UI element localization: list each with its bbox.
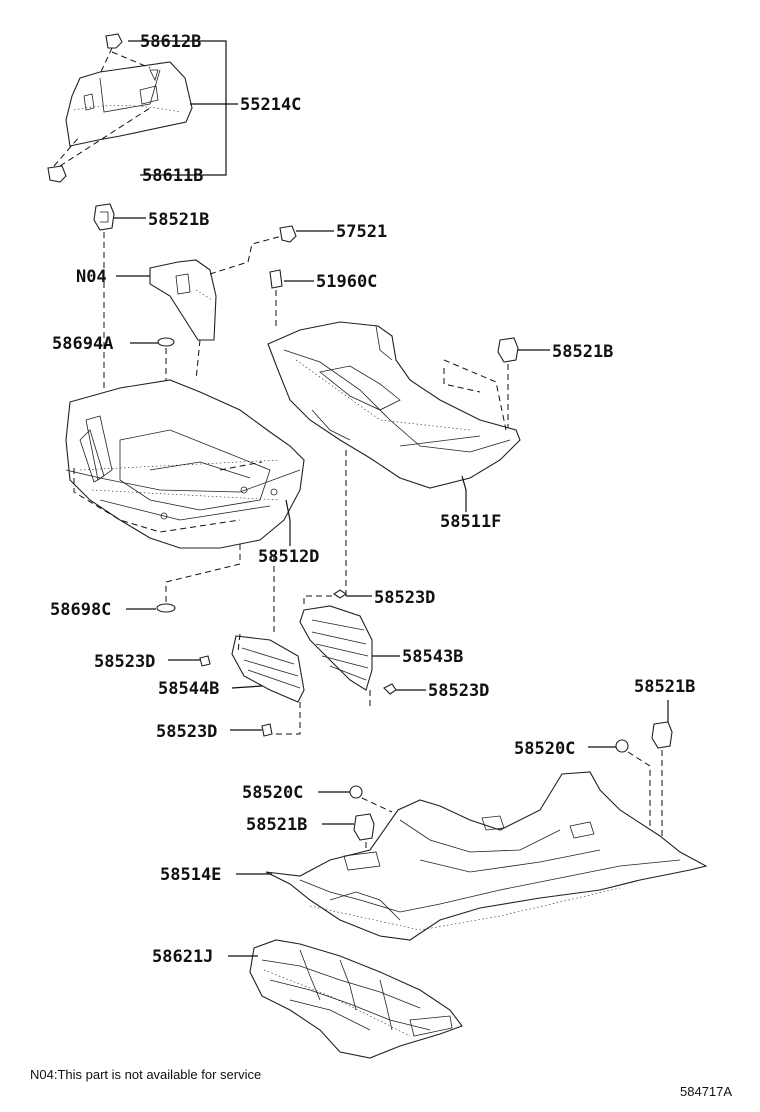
label-58521b-left[interactable]: 58521B — [246, 815, 307, 835]
clip-58520c-right-icon — [615, 739, 629, 753]
label-58512d[interactable]: 58512D — [258, 547, 319, 567]
label-57521[interactable]: 57521 — [336, 222, 387, 242]
under-cover-58511f-drawing — [267, 321, 521, 489]
label-55214c[interactable]: 55214C — [240, 95, 301, 115]
label-58521b-right[interactable]: 58521B — [552, 342, 613, 362]
clip-58694a-icon — [157, 337, 175, 347]
clip-58611b-icon — [47, 165, 67, 183]
clip-58521b-left-icon — [353, 813, 375, 841]
label-58523d-a[interactable]: 58523D — [374, 588, 435, 608]
grille-58544b-drawing — [231, 635, 305, 703]
screw-58523d-c-icon — [383, 683, 397, 695]
clip-58521b-lower-icon — [651, 721, 673, 749]
floor-carpet-58514e-drawing — [265, 771, 708, 941]
clip-58612b-icon — [105, 33, 123, 49]
panel-n04-drawing — [149, 259, 217, 341]
label-58523d-c[interactable]: 58523D — [428, 681, 489, 701]
label-58544b[interactable]: 58544B — [158, 679, 219, 699]
label-58523d-d[interactable]: 58523D — [156, 722, 217, 742]
label-58511f[interactable]: 58511F — [440, 512, 501, 532]
pad-51960c-icon — [269, 269, 283, 289]
screw-58523d-b-icon — [199, 655, 211, 667]
label-58694a[interactable]: 58694A — [52, 334, 113, 354]
label-58621j[interactable]: 58621J — [152, 947, 213, 967]
clip-58698c-icon — [156, 603, 176, 613]
label-58612b[interactable]: 58612B — [140, 32, 201, 52]
silencer-58621j-drawing — [249, 939, 463, 1059]
diagram-code: 584717A — [680, 1084, 732, 1099]
label-58611b[interactable]: 58611B — [142, 166, 203, 186]
label-58520c-left[interactable]: 58520C — [242, 783, 303, 803]
part-labels: 58612B 55214C 58611B 58521B 57521 N04 51… — [50, 32, 695, 967]
clip-58521b-right-icon — [497, 337, 519, 363]
grille-58543b-drawing — [299, 605, 373, 691]
label-n04[interactable]: N04 — [76, 267, 107, 287]
label-58521b-lower[interactable]: 58521B — [634, 677, 695, 697]
footnote: N04:This part is not available for servi… — [30, 1067, 261, 1082]
label-58521b-top[interactable]: 58521B — [148, 210, 209, 230]
label-51960c[interactable]: 51960C — [316, 272, 377, 292]
label-58543b[interactable]: 58543B — [402, 647, 463, 667]
label-58520c-right[interactable]: 58520C — [514, 739, 575, 759]
screw-58523d-d-icon — [261, 723, 273, 737]
label-58698c[interactable]: 58698C — [50, 600, 111, 620]
clip-58521b-top-icon — [93, 203, 115, 231]
under-cover-58512d-drawing — [65, 379, 305, 549]
label-58523d-b[interactable]: 58523D — [94, 652, 155, 672]
cover-55214c-drawing — [65, 61, 193, 147]
label-58514e[interactable]: 58514E — [160, 865, 221, 885]
screw-58523d-a-icon — [333, 589, 347, 599]
clip-58520c-left-icon — [349, 785, 363, 799]
clip-57521-icon — [279, 225, 297, 243]
